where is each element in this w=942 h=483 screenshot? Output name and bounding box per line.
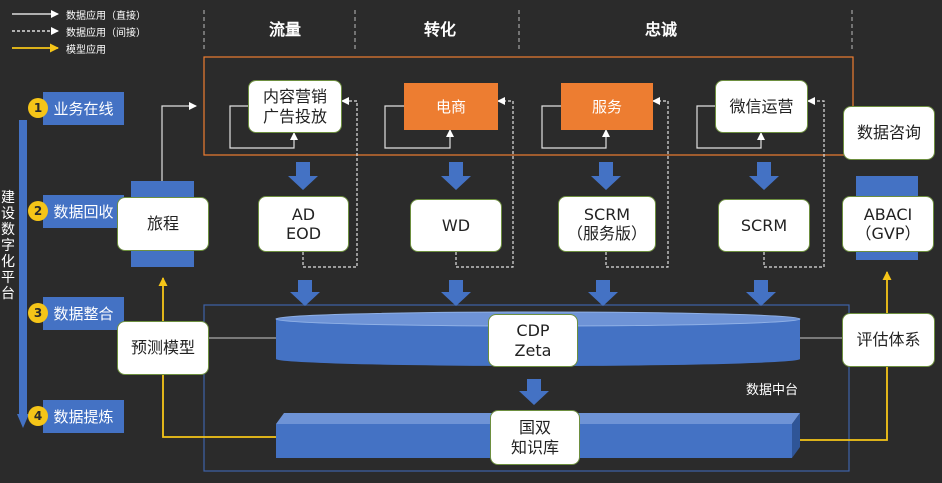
step-2-badge: 2 xyxy=(28,201,48,221)
node-journey: 旅程 xyxy=(117,197,209,251)
blue-down-arrows xyxy=(288,162,779,405)
system-ad-eod: AD EOD xyxy=(258,196,349,252)
step-3-badge: 3 xyxy=(28,303,48,323)
node-content-marketing: 内容营销 广告投放 xyxy=(248,80,342,133)
data-platform-frame xyxy=(203,304,850,472)
node-evaluation-system: 评估体系 xyxy=(842,313,935,367)
header-conversion: 转化 xyxy=(423,20,456,39)
journey-to-content-line xyxy=(161,102,197,182)
node-predictive-model: 预测模型 xyxy=(117,321,209,375)
node-ecommerce: 电商 xyxy=(404,83,498,130)
node-cdp-zeta: CDP Zeta xyxy=(488,314,578,367)
node-service: 服务 xyxy=(561,83,653,130)
node-data-consulting: 数据咨询 xyxy=(843,106,935,160)
data-platform-label: 数据中台 xyxy=(746,383,799,398)
step-4-badge: 4 xyxy=(28,406,48,426)
column-separators xyxy=(203,10,853,52)
platform-bar-arrow xyxy=(17,414,29,428)
system-wd: WD xyxy=(410,199,502,252)
top-node-loops xyxy=(229,105,765,149)
legend-indirect-label: 数据应用（间接） xyxy=(66,28,146,39)
header-traffic: 流量 xyxy=(268,20,301,39)
node-abaci-gvp: ABACI （GVP） xyxy=(842,196,934,252)
header-loyalty: 忠诚 xyxy=(644,20,677,39)
vertical-platform-label: 建设数字化平台 xyxy=(1,190,15,302)
legend-model-label: 模型应用 xyxy=(66,45,106,56)
step-data-refining: 数据提炼 xyxy=(43,400,124,433)
step-business-online: 业务在线 xyxy=(43,92,124,125)
step-data-recovery: 数据回收 xyxy=(43,195,124,228)
step-data-integration: 数据整合 xyxy=(43,297,124,330)
node-wechat-operations: 微信运营 xyxy=(715,80,808,133)
indirect-loops xyxy=(302,97,825,268)
system-scrm-service: SCRM （服务版） xyxy=(558,196,656,252)
node-knowledge-base: 国双 知识库 xyxy=(490,410,580,465)
platform-vertical-bar xyxy=(19,120,27,416)
legend-direct-label: 数据应用（直接） xyxy=(66,11,146,22)
step-1-badge: 1 xyxy=(28,98,48,118)
system-scrm: SCRM xyxy=(718,199,810,252)
